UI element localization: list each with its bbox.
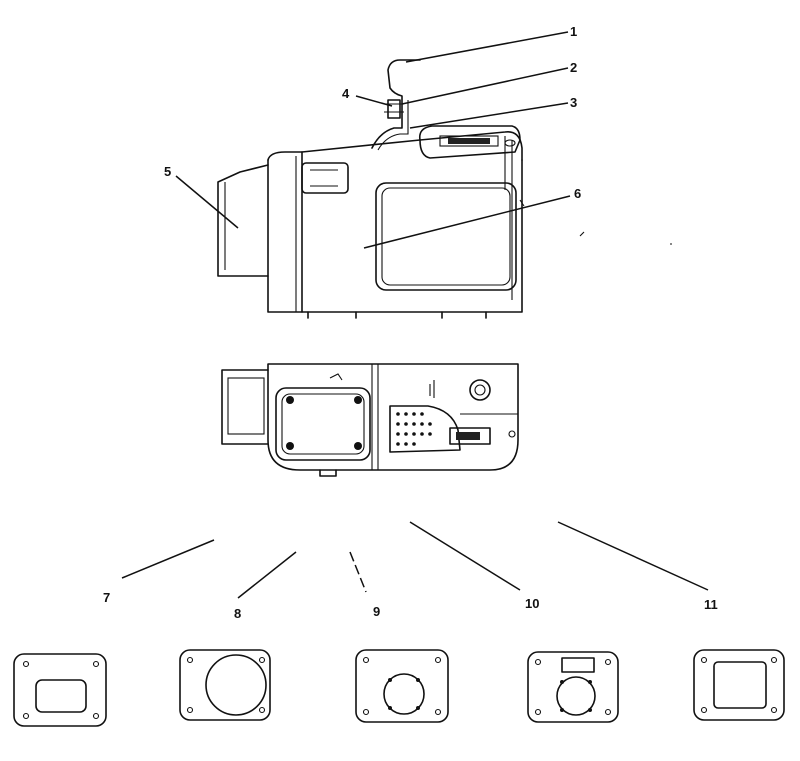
panel-large-round-opening: [179, 649, 271, 721]
panel-connector-with-label-window: [527, 651, 619, 723]
callout-5: 5: [164, 164, 171, 179]
enclosure-side-view: [217, 59, 672, 319]
callout-2: 2: [570, 60, 577, 75]
callout-1: 1: [570, 24, 577, 39]
callout-3: 3: [570, 95, 577, 110]
callout-7: 7: [103, 590, 110, 605]
callout-11: 11: [704, 597, 718, 612]
enclosure-bottom-view: [221, 363, 519, 477]
callout-8: 8: [234, 606, 241, 621]
callout-labels: 1 2 3 4 5 6 7 8 9 10 11: [103, 24, 718, 621]
leader-lines: [121, 31, 709, 599]
callout-10: 10: [525, 596, 539, 611]
callout-6: 6: [574, 186, 581, 201]
panel-square-opening: [693, 649, 785, 721]
terminal-dots: [396, 412, 432, 446]
panel-rectangular-window: [13, 653, 107, 727]
callout-9: 9: [373, 604, 380, 619]
panel-small-round-connector: [355, 649, 449, 723]
callout-4: 4: [342, 86, 350, 101]
